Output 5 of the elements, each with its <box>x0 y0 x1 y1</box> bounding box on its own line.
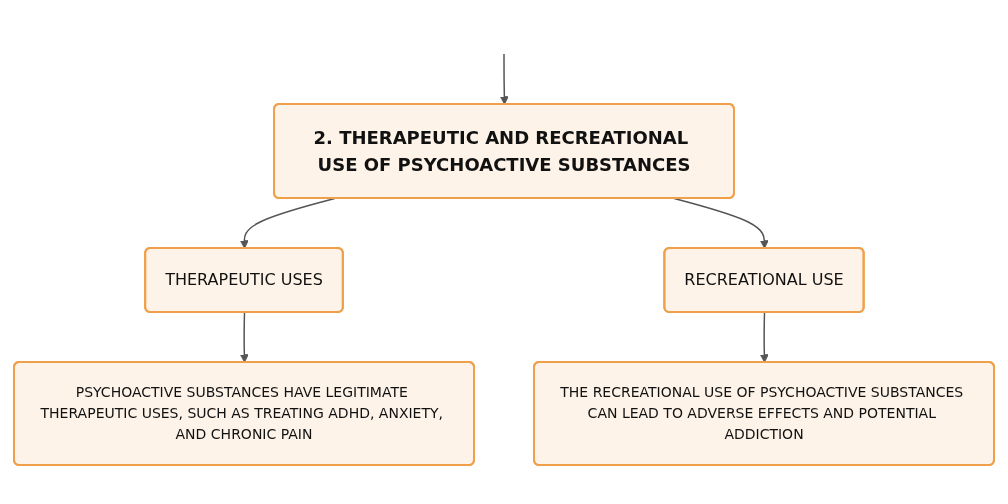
arrow <box>673 197 769 249</box>
arrow <box>239 197 336 249</box>
arrow <box>499 52 509 105</box>
arrow <box>239 311 249 363</box>
arrow <box>759 311 769 363</box>
